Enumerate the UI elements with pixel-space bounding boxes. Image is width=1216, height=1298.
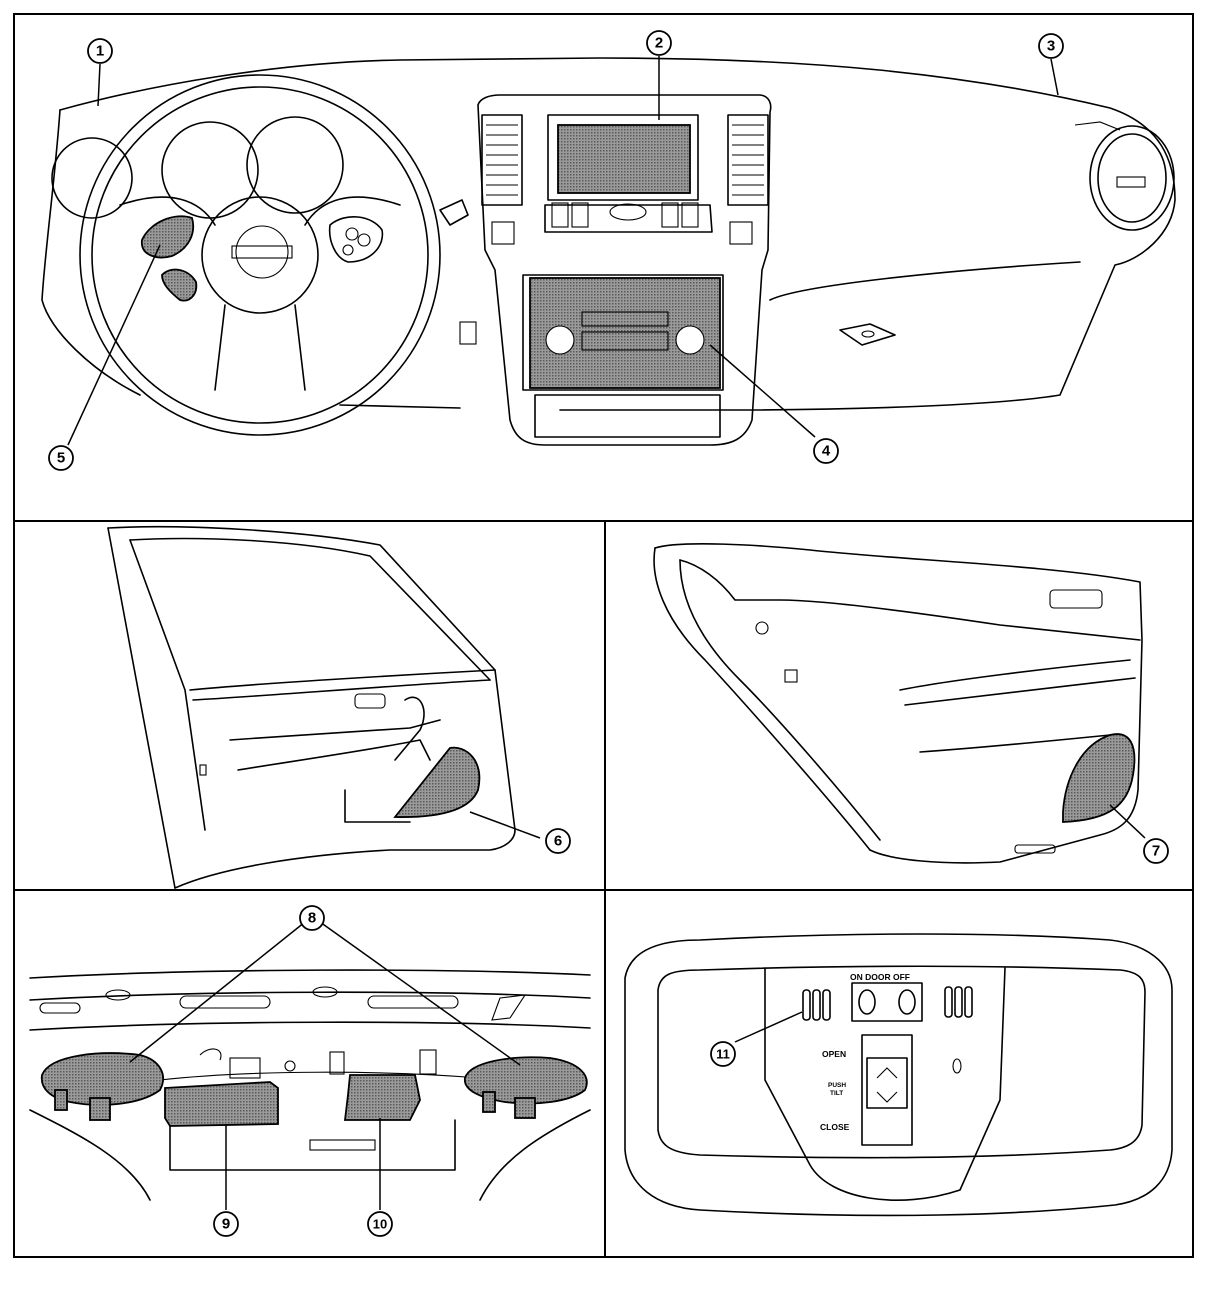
callout-7: 7 (1143, 838, 1169, 864)
display-unit (557, 124, 691, 194)
antenna-amp-unit (343, 1074, 421, 1121)
door-switch-label: ON DOOR OFF (850, 972, 910, 982)
close-label: CLOSE (820, 1122, 850, 1132)
callout-5: 5 (48, 445, 74, 471)
callout-6: 6 (545, 828, 571, 854)
map-lamp-vent-left (802, 989, 831, 1021)
instrument-panel-view (41, 57, 1176, 446)
svg-text:3: 3 (1047, 38, 1055, 55)
callout-4: 4 (813, 438, 839, 464)
tilt-label: TILT (830, 1090, 843, 1097)
callout-2: 2 (646, 30, 672, 56)
svg-text:10: 10 (373, 1217, 387, 1232)
nissan-badge-icon (231, 225, 293, 279)
svg-text:8: 8 (308, 910, 316, 927)
callout-10: 10 (367, 1211, 393, 1237)
svg-text:6: 6 (554, 833, 562, 850)
svg-text:9: 9 (222, 1216, 230, 1233)
map-lamp-vent-right (944, 986, 973, 1018)
open-label: OPEN (822, 1049, 846, 1059)
front-door-speaker (393, 746, 481, 818)
callout-9: 9 (213, 1211, 239, 1237)
svg-text:2: 2 (655, 35, 663, 52)
leader-lines (67, 56, 1146, 1210)
rear-door-speaker (1062, 733, 1136, 823)
svg-text:11: 11 (716, 1047, 730, 1062)
svg-text:7: 7 (1152, 843, 1160, 860)
callout-1: 1 (87, 38, 113, 64)
steering-audio-switch (141, 215, 194, 259)
map-lamp-view: ON DOOR OFF OPEN PUSH TILT CLOSE (624, 933, 1173, 1217)
rear-door-view (653, 542, 1143, 864)
amplifier-unit (164, 1081, 279, 1127)
svg-text:4: 4 (822, 443, 831, 460)
svg-text:5: 5 (57, 450, 65, 467)
svg-text:1: 1 (96, 43, 104, 60)
panel-borders (13, 13, 1194, 1258)
callout-3: 3 (1038, 33, 1064, 59)
callout-11: 11 (710, 1041, 736, 1067)
callout-8: 8 (299, 905, 325, 931)
front-door-view (107, 526, 516, 889)
push-label: PUSH (828, 1082, 846, 1089)
rear-parcel-shelf-view (29, 969, 591, 1201)
